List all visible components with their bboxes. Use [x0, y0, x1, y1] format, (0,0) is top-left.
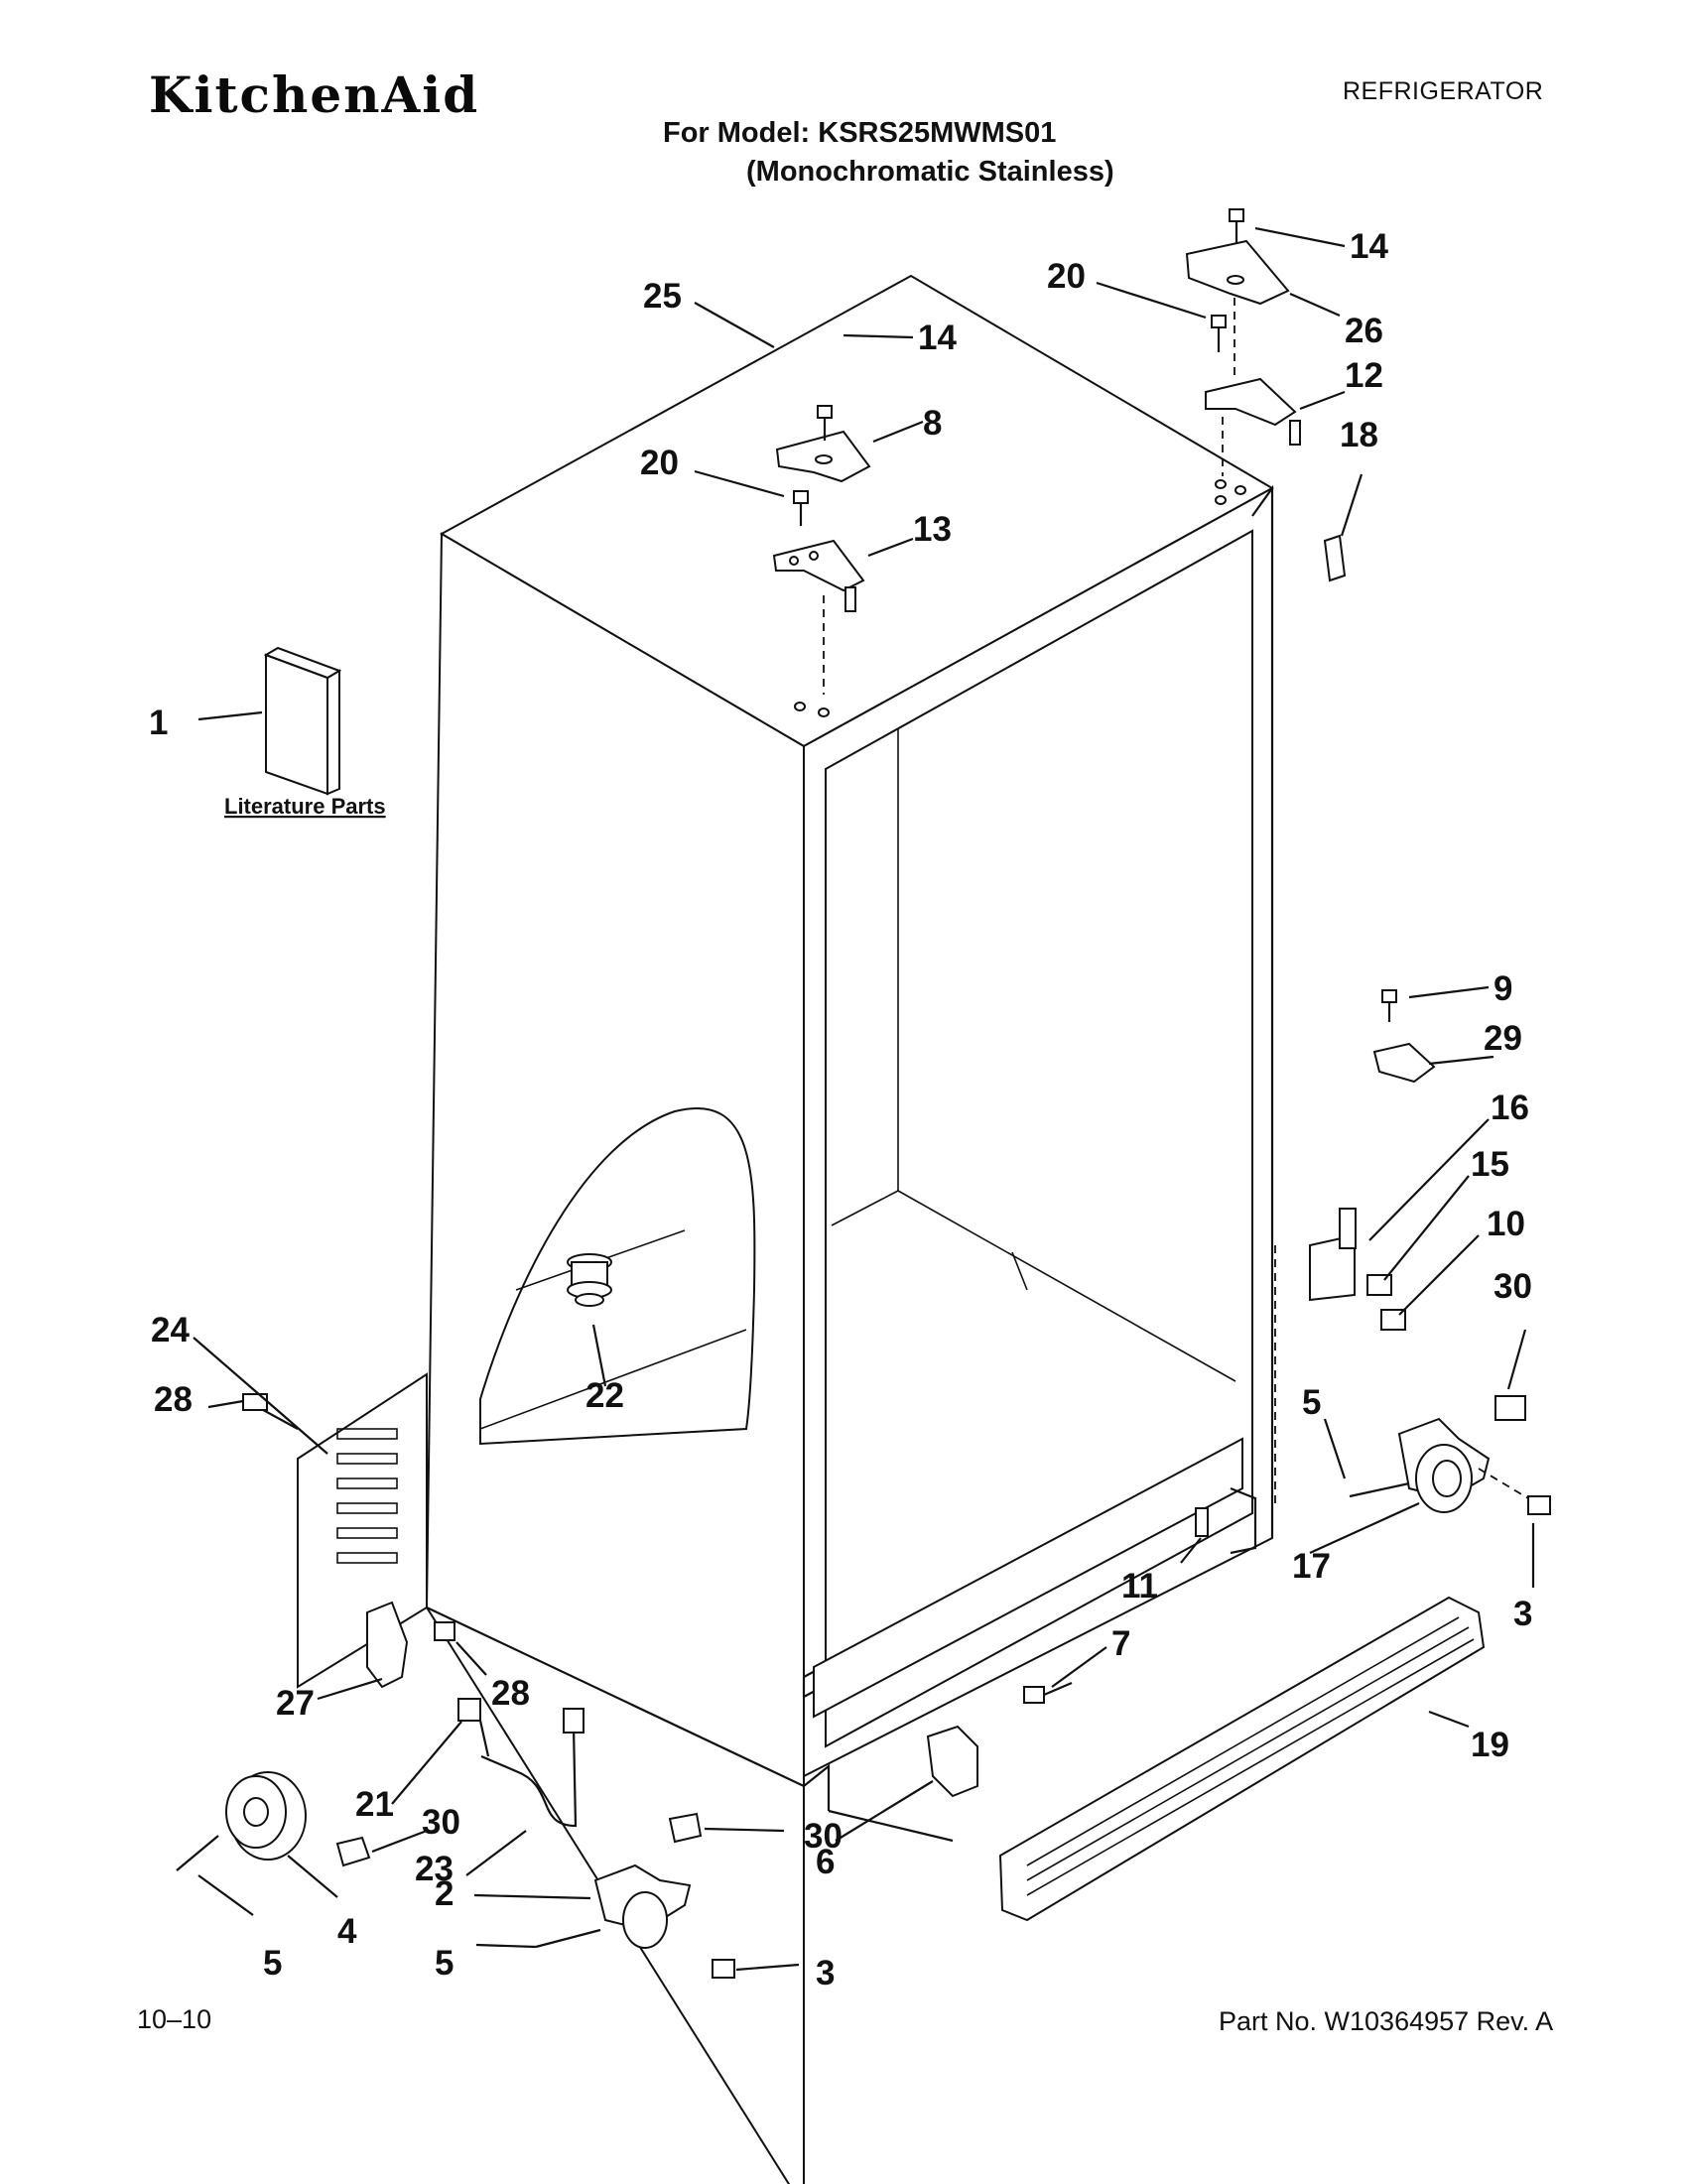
callout-7: 7 — [1111, 1624, 1130, 1663]
callout-4: 4 — [337, 1912, 357, 1951]
callout-5-front: 5 — [435, 1944, 454, 1983]
callout-18: 18 — [1340, 416, 1378, 454]
callout-14-right: 14 — [1350, 227, 1388, 266]
callout-labels: 1 2 3 3 4 5 5 5 6 7 8 9 10 11 12 13 14 1… — [149, 227, 1532, 1992]
callout-12: 12 — [1345, 356, 1383, 395]
callout-5-right: 5 — [1302, 1383, 1321, 1422]
callout-6: 6 — [816, 1843, 835, 1881]
part-number: Part No. W10364957 Rev. A — [1219, 2006, 1554, 2036]
callout-27: 27 — [276, 1684, 315, 1723]
callout-17: 17 — [1292, 1547, 1331, 1586]
finish-subtitle: (Monochromatic Stainless) — [746, 156, 1114, 188]
cabinet-shell — [425, 274, 1275, 2184]
top-hinge-left — [772, 405, 871, 717]
drain-fitting — [567, 1253, 612, 1307]
callout-29: 29 — [1484, 1019, 1522, 1058]
callout-25: 25 — [643, 277, 682, 316]
middle-hinge-right — [1274, 989, 1436, 1508]
cutaway-view — [479, 1106, 756, 1446]
callout-13: 13 — [913, 510, 952, 549]
roller-assembly-left — [176, 1771, 307, 1871]
callout-3-right: 3 — [1513, 1595, 1532, 1633]
callout-30-right: 30 — [1493, 1267, 1532, 1306]
roller-assembly-front — [535, 1863, 735, 1979]
pad-30-a — [335, 1836, 371, 1867]
bracket-27 — [366, 1601, 409, 1689]
hinge-plate-12 — [1205, 377, 1297, 427]
callout-19: 19 — [1471, 1726, 1509, 1764]
callout-1: 1 — [149, 704, 168, 742]
callout-14-left: 14 — [918, 319, 957, 357]
callout-22: 22 — [585, 1376, 624, 1415]
callout-20-right: 20 — [1047, 257, 1086, 296]
water-line — [457, 1698, 584, 1828]
callout-30-left: 30 — [422, 1803, 460, 1842]
literature-parts-label: Literature Parts — [224, 794, 386, 819]
cabinet-opening — [825, 529, 1253, 1748]
category-label: REFRIGERATOR — [1343, 77, 1544, 105]
callout-9: 9 — [1493, 969, 1512, 1008]
callout-11: 11 — [1121, 1567, 1158, 1606]
callout-2: 2 — [435, 1874, 454, 1913]
model-title: For Model: KSRS25MWMS01 — [663, 117, 1057, 149]
callout-15: 15 — [1471, 1145, 1509, 1184]
part-18-clip — [1323, 534, 1347, 582]
callout-30-front: 30 — [804, 1817, 843, 1856]
pad-30-b — [668, 1812, 703, 1844]
bracket-6 — [926, 1725, 978, 1798]
callout-10: 10 — [1487, 1205, 1525, 1243]
callout-3-front: 3 — [816, 1954, 835, 1992]
revision-date: 10–10 — [137, 2004, 212, 2034]
callout-20-left: 20 — [640, 444, 679, 482]
toe-grille — [998, 1596, 1486, 1922]
callout-23: 23 — [415, 1850, 454, 1888]
brand-logo: KitchenAid — [149, 65, 480, 124]
callout-5-left: 5 — [263, 1944, 282, 1983]
rear-access-cover — [297, 1372, 428, 1689]
callout-28-bracket: 28 — [491, 1674, 530, 1713]
hinge-cover-26 — [1185, 239, 1290, 306]
hinge-plate-13 — [772, 539, 865, 592]
leader-lines — [193, 226, 1535, 1972]
callout-24: 24 — [151, 1311, 190, 1349]
callout-28-left: 28 — [154, 1380, 193, 1419]
literature-book — [263, 646, 342, 796]
callout-8: 8 — [923, 404, 942, 443]
clip-11 — [1195, 1507, 1209, 1537]
roller-assembly-right — [1349, 1395, 1551, 1515]
callout-26: 26 — [1345, 312, 1383, 350]
callout-21: 21 — [355, 1785, 394, 1824]
top-hinge-right — [1185, 208, 1301, 505]
callout-16: 16 — [1491, 1089, 1529, 1127]
